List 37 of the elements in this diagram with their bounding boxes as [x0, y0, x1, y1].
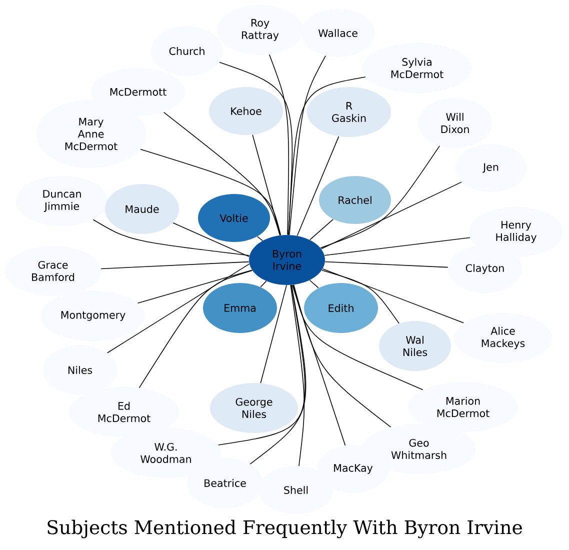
node-label: Geo Whitmarsh — [391, 438, 446, 460]
connector-line — [288, 55, 326, 236]
connector-line — [309, 280, 319, 288]
connector-line — [320, 182, 462, 250]
node-label: Ed McDermot — [98, 402, 150, 422]
node-label: Henry Halliday — [496, 221, 537, 243]
connector-line — [106, 264, 250, 354]
connector-line — [140, 148, 282, 236]
connector-line — [322, 268, 464, 324]
connector-line — [260, 280, 267, 288]
node-label: Marion McDermot — [437, 396, 490, 418]
node-label: Clayton — [466, 264, 504, 274]
node-label: McDermott — [110, 88, 166, 96]
connector-line — [296, 136, 340, 236]
connector-line — [218, 284, 306, 446]
connector-line — [163, 112, 280, 236]
title: Subjects Mentioned Frequently With Byron Irvine — [48, 520, 522, 538]
connector-line — [172, 222, 250, 258]
connector-line — [290, 284, 305, 466]
connector-line — [256, 236, 263, 242]
connector-line — [324, 237, 470, 256]
connector-line — [322, 270, 400, 324]
connector-line — [320, 146, 440, 248]
connector-line — [288, 76, 366, 236]
connector-line — [252, 134, 281, 236]
connector-line — [268, 54, 290, 236]
connector-line — [292, 284, 346, 446]
connector-line — [250, 284, 306, 464]
connector-line — [100, 261, 250, 270]
connector-line — [293, 284, 392, 428]
connector-line — [324, 261, 448, 268]
connector-line — [309, 218, 334, 240]
connector-line — [292, 284, 424, 390]
connector-line — [260, 284, 287, 384]
connector-line — [92, 219, 250, 256]
connector-line — [137, 270, 252, 304]
connector-line — [138, 270, 253, 388]
